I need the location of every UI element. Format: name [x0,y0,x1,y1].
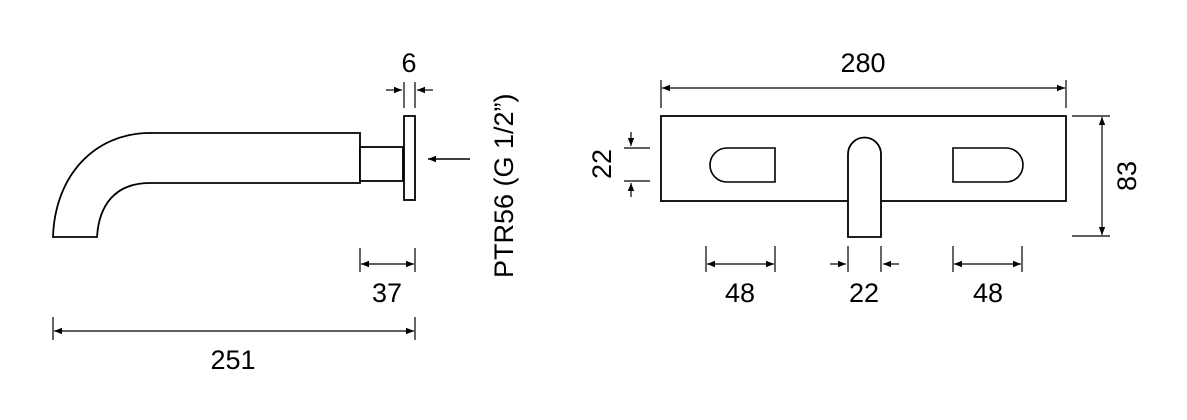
spout-front [847,136,882,238]
dimension-slot-left-width: 48 [705,246,776,308]
dimension-label-22-slot: 22 [587,149,617,179]
dimension-slot-height: 22 [587,132,650,197]
mounting-body [359,146,404,182]
dimension-spout-width: 22 [830,246,899,308]
dimension-spout-depth: 37 [359,248,416,308]
dimension-plate-height: 83 [1072,115,1142,237]
spout-side-profile [52,132,361,238]
handle-slot-left [709,147,776,183]
dimension-spout-length: 251 [52,317,416,375]
connection-label: PTR56 (G 1/2”) [489,93,519,278]
dimension-label-22-spout: 22 [849,278,879,308]
front-view: 280 83 22 48 2 [587,48,1142,308]
dimension-slot-right-width: 48 [952,246,1023,308]
dimension-label-37: 37 [372,278,402,308]
dimension-label-6: 6 [401,48,416,78]
dimension-label-83: 83 [1112,161,1142,191]
dimension-label-48-left: 48 [725,278,755,308]
dimension-label-251: 251 [210,345,255,375]
wall-flange [403,115,416,201]
dimension-flange-thickness: 6 [386,48,433,108]
dimension-plate-width: 280 [660,48,1067,108]
dimension-label-280: 280 [840,48,885,78]
side-view: 6 PTR56 (G 1/2”) 37 251 [52,48,519,375]
handle-slot-right [952,147,1024,183]
dimension-label-48-right: 48 [973,278,1003,308]
